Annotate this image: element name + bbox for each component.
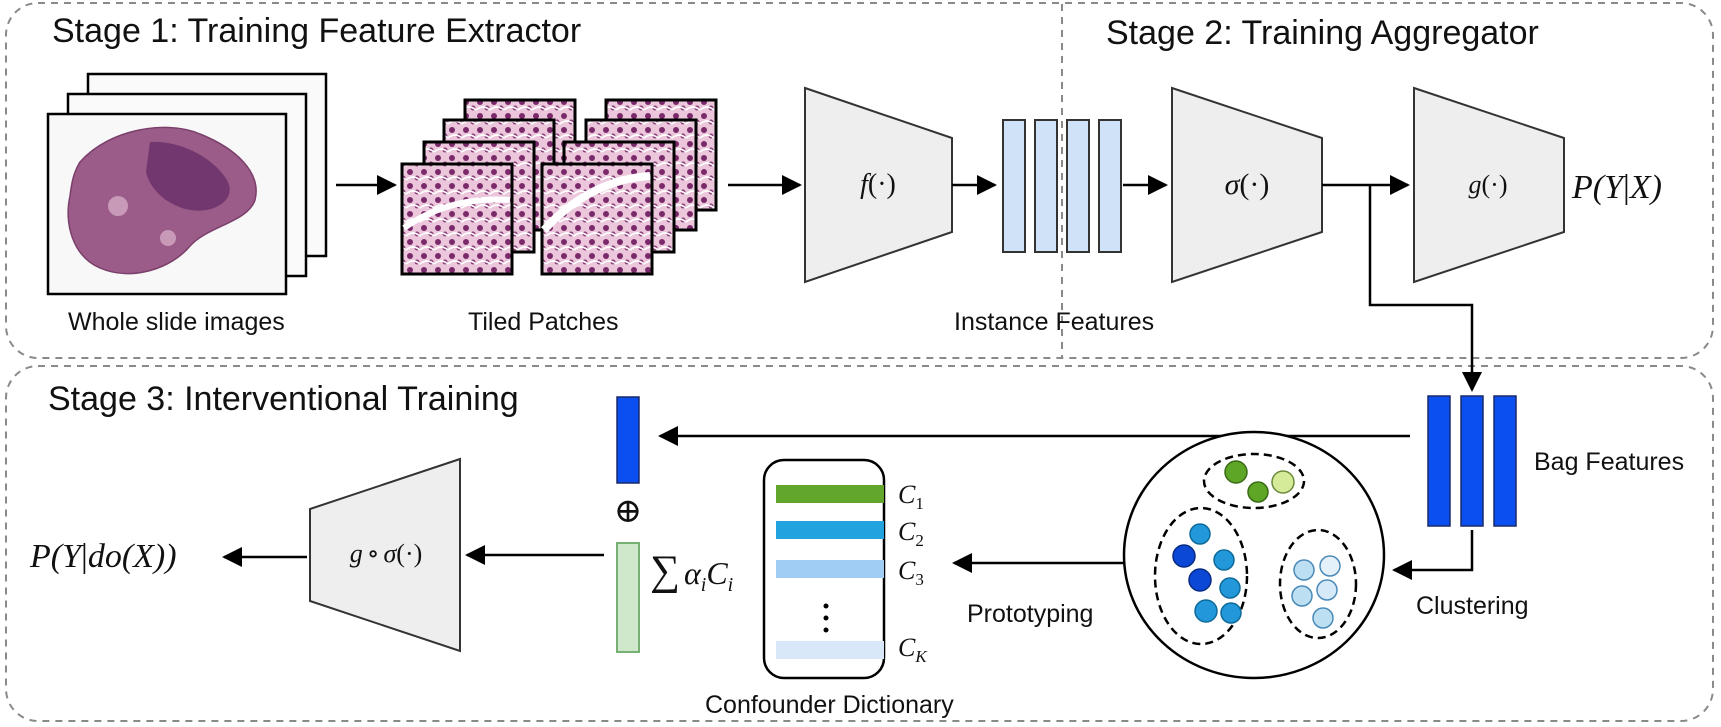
- weighted-sum-expression: ∑αiCi: [650, 548, 733, 596]
- clustering-caption: Clustering: [1416, 592, 1529, 620]
- dict-entry-c1: [776, 485, 884, 503]
- stage-3-panel: [5, 365, 1714, 722]
- g-label: g(·): [1469, 170, 1508, 199]
- stage-1-title: Stage 1: Training Feature Extractor: [52, 12, 581, 50]
- stage-top-panel: [5, 2, 1714, 359]
- output-p-y-given-x: P(Y|X): [1571, 169, 1662, 206]
- patches-caption: Tiled Patches: [468, 308, 619, 336]
- dict-label-c3: C3: [898, 556, 924, 589]
- dict-label-ck: CK: [898, 633, 928, 666]
- instance-features: [1002, 119, 1122, 253]
- tiled-patches: [400, 98, 718, 276]
- wsi-caption: Whole slide images: [68, 308, 285, 336]
- dict-entry-c2: [776, 521, 884, 539]
- output-p-y-do-x: P(Y|do(X)): [29, 538, 177, 575]
- arrow-sigma-to-bag: [1368, 185, 1482, 392]
- green-cluster: [1202, 452, 1306, 510]
- arrow-bag-to-clusters: [1392, 530, 1474, 580]
- bag-features: [1427, 395, 1517, 527]
- bag-features-caption: Bag Features: [1534, 448, 1684, 476]
- confounder-dictionary-caption: Confounder Dictionary: [705, 691, 954, 719]
- concat-operator: ⊕: [614, 493, 643, 530]
- stage-3-title: Stage 3: Interventional Training: [48, 380, 519, 418]
- sigma-label: σ(·): [1225, 168, 1270, 201]
- f-label: f(·): [860, 169, 896, 200]
- dict-label-c2: C2: [898, 517, 924, 550]
- dict-entry-c3: [776, 560, 884, 578]
- blue-cluster: [1153, 506, 1249, 646]
- classifier-module: [1413, 86, 1565, 284]
- bag-feature-vector: [616, 396, 640, 484]
- aggregator-module: [1171, 86, 1323, 284]
- stage-2-title: Stage 2: Training Aggregator: [1106, 14, 1539, 52]
- cluster-space: [1122, 430, 1386, 680]
- interventional-module: [309, 457, 461, 653]
- light-cluster: [1278, 528, 1358, 640]
- dict-label-c1: C1: [898, 480, 924, 513]
- confounder-dictionary: [762, 458, 886, 680]
- instance-features-caption: Instance Features: [954, 308, 1154, 336]
- dict-entry-ck: [776, 641, 884, 659]
- whole-slide-images: [46, 72, 328, 296]
- composite-label: g∘σ(·): [350, 539, 423, 568]
- prototype-feature-vector: [616, 542, 640, 653]
- feature-extractor-module: [804, 86, 953, 284]
- prototyping-caption: Prototyping: [967, 600, 1093, 628]
